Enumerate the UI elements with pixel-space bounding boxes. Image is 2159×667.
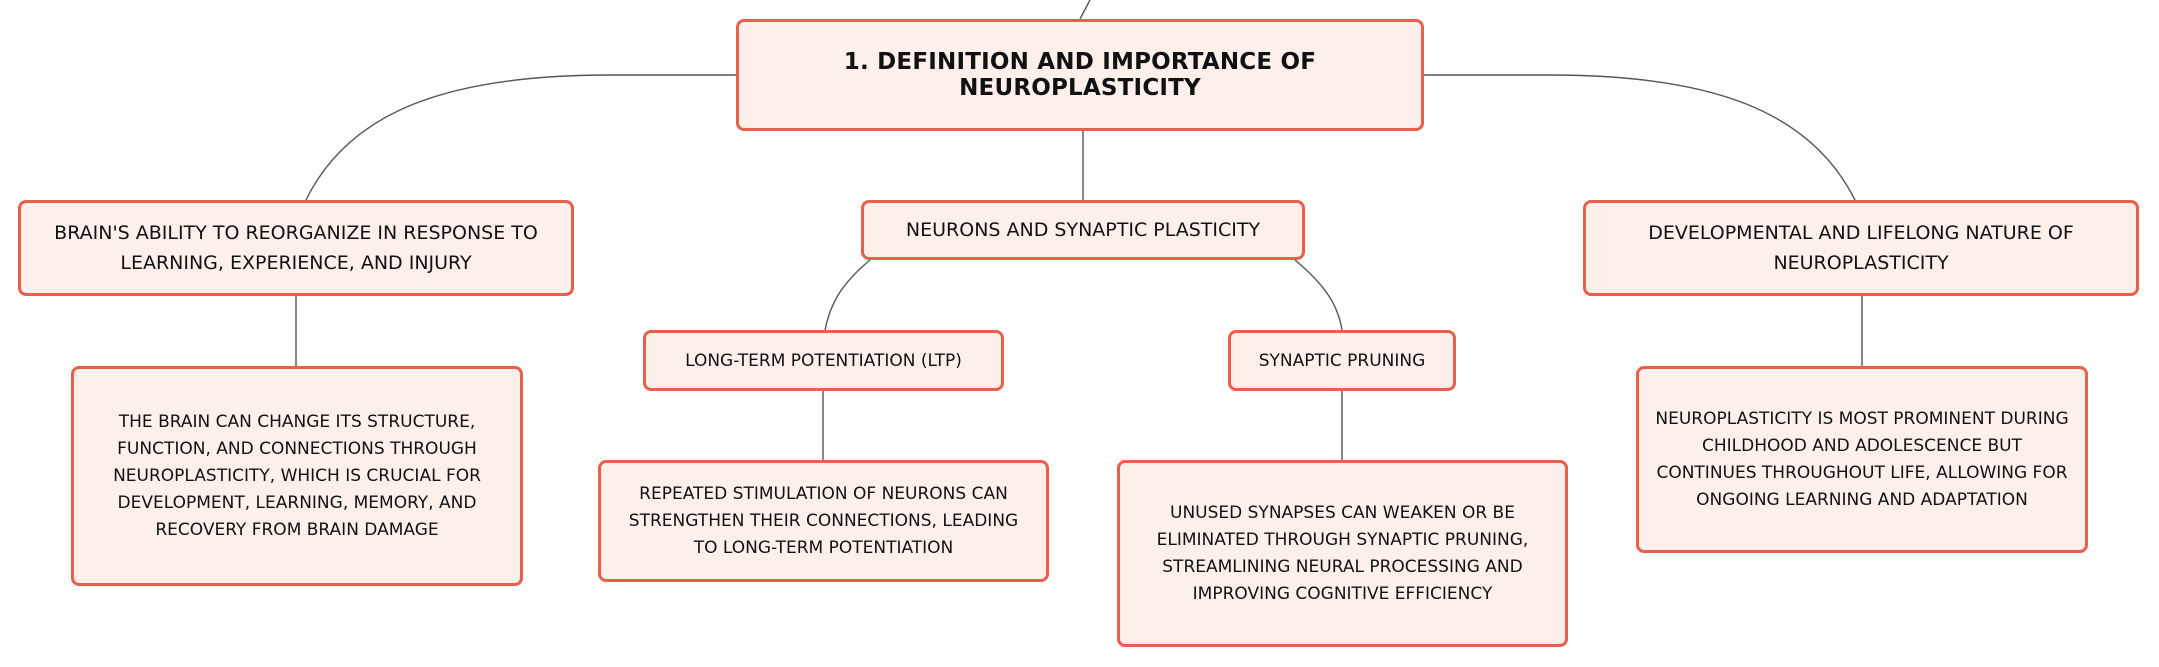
detail-node-pruning[interactable]: UNUSED SYNAPSES CAN WEAKEN OR BE ELIMINA… [1117, 460, 1568, 647]
subtopic-node-pruning-label: SYNAPTIC PRUNING [1258, 350, 1426, 371]
detail-node-pruning-text: UNUSED SYNAPSES CAN WEAKEN OR BE ELIMINA… [1156, 502, 1529, 604]
branch-node-lifelong-nature-label: DEVELOPMENTAL AND LIFELONG NATURE OF NEU… [1648, 222, 2074, 274]
connector-root-to-right [1424, 74, 1856, 201]
branch-node-reorganize[interactable]: BRAIN'S ABILITY TO REORGANIZE IN RESPONS… [18, 200, 574, 296]
detail-node-reorganize[interactable]: THE BRAIN CAN CHANGE ITS STRUCTURE, FUNC… [71, 366, 523, 586]
detail-node-ltp[interactable]: REPEATED STIMULATION OF NEURONS CAN STRE… [598, 460, 1049, 582]
detail-node-lifelong-text: NEUROPLASTICITY IS MOST PROMINENT DURING… [1655, 408, 2069, 510]
connector-parent-to-root [1079, 0, 1091, 20]
root-node[interactable]: 1. DEFINITION AND IMPORTANCE OF NEUROPLA… [736, 19, 1424, 131]
branch-node-synaptic-plasticity-label: NEURONS AND SYNAPTIC PLASTICITY [905, 219, 1261, 241]
connector-root-to-left [305, 74, 736, 201]
root-node-label: 1. DEFINITION AND IMPORTANCE OF NEUROPLA… [843, 49, 1317, 101]
detail-node-reorganize-text: THE BRAIN CAN CHANGE ITS STRUCTURE, FUNC… [113, 411, 481, 540]
subtopic-node-ltp[interactable]: LONG-TERM POTENTIATION (LTP) [643, 330, 1004, 391]
branch-node-reorganize-label: BRAIN'S ABILITY TO REORGANIZE IN RESPONS… [54, 222, 538, 274]
subtopic-node-ltp-label: LONG-TERM POTENTIATION (LTP) [685, 350, 962, 371]
branch-node-synaptic-plasticity[interactable]: NEURONS AND SYNAPTIC PLASTICITY [861, 200, 1305, 260]
connector-middle-to-ltp [824, 259, 871, 331]
subtopic-node-pruning[interactable]: SYNAPTIC PRUNING [1228, 330, 1456, 391]
connector-middle-to-pruning [1294, 259, 1343, 331]
branch-node-lifelong-nature[interactable]: DEVELOPMENTAL AND LIFELONG NATURE OF NEU… [1583, 200, 2139, 296]
detail-node-ltp-text: REPEATED STIMULATION OF NEURONS CAN STRE… [628, 483, 1019, 558]
detail-node-lifelong[interactable]: NEUROPLASTICITY IS MOST PROMINENT DURING… [1636, 366, 2088, 553]
